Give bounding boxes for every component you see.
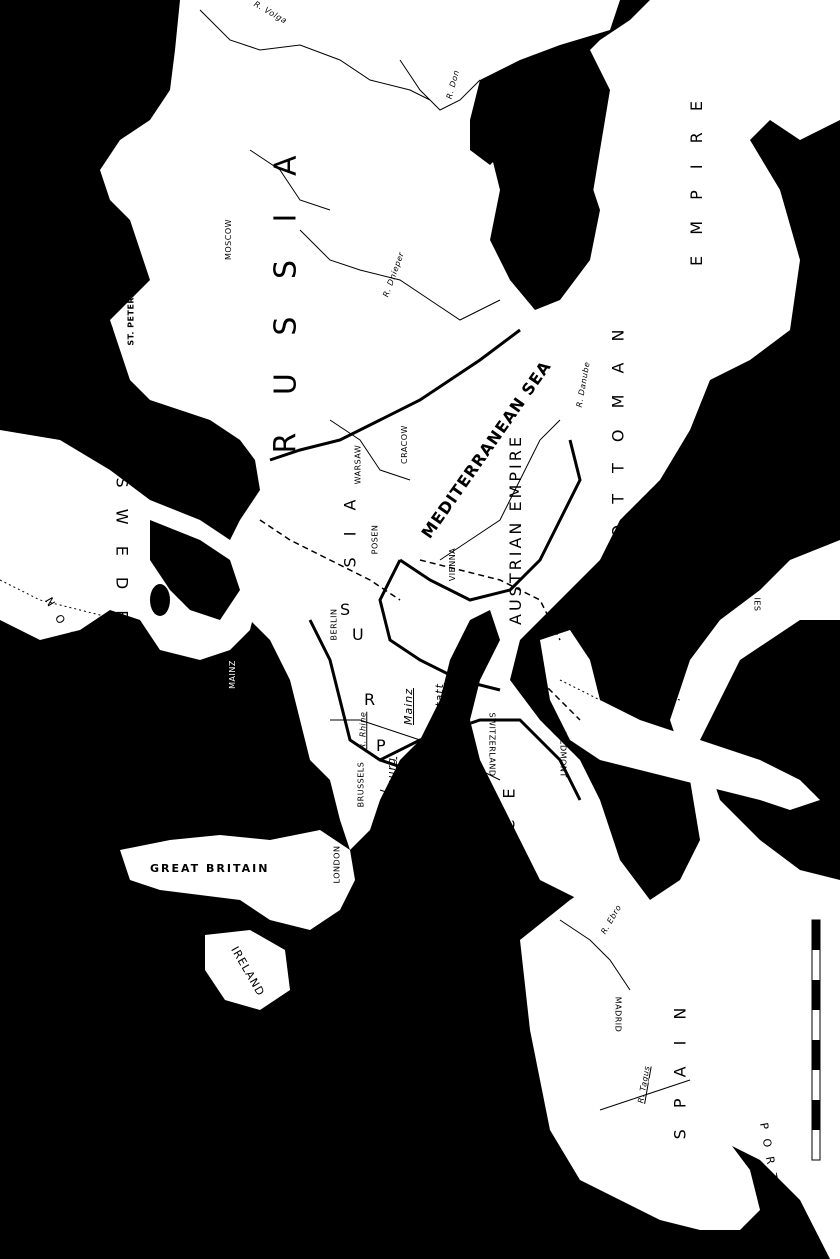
river-small — [249, 149, 331, 211]
label-france: F R A N C E — [499, 780, 519, 959]
scale-bar-segment — [812, 920, 820, 950]
scale-bar-segment — [812, 1040, 820, 1070]
city-rastatt: Rastatt — [432, 683, 446, 730]
city-st-petersburg: ST. PETERSBURG — [126, 263, 136, 346]
river-danube — [439, 419, 561, 561]
city-mainz: Mainz — [402, 687, 416, 726]
label-quadrilateral: Quadrilateral — [529, 645, 539, 704]
city-warsaw: WARSAW — [353, 444, 363, 485]
label-prussia-s: S — [340, 600, 359, 619]
lake — [150, 584, 170, 616]
border-prussia — [308, 619, 411, 772]
city-posen: POSEN — [370, 524, 380, 555]
label-bel: BEL — [818, 621, 828, 638]
label-empire: E M P I R E — [686, 93, 706, 266]
border-france — [379, 718, 582, 801]
river-seine — [379, 789, 481, 851]
border-austria-ottoman — [399, 439, 582, 602]
river-rhine — [330, 719, 501, 781]
scale-tick: 100 — [797, 1096, 807, 1113]
city-luxembourg: Luxembourg — [385, 756, 399, 837]
label-piedmont: PIEDMONT — [558, 731, 568, 778]
river-small — [329, 419, 411, 481]
label-prussia-u: U — [352, 625, 372, 644]
scale-bar — [811, 919, 821, 1161]
label-sweden: S W E D E N — [112, 477, 132, 662]
scale-bar-segment — [812, 1100, 820, 1130]
scale-title: Miles — [798, 873, 808, 896]
dashed-borders — [259, 519, 581, 721]
lake — [77, 318, 113, 342]
city-paris: PARIS — [404, 841, 414, 868]
city-brussels: BRUSSELS — [356, 761, 366, 808]
city-ulm: Ulm — [453, 684, 467, 709]
city-moscow: MOSCOW — [224, 218, 234, 261]
scale-tick: 50 — [799, 1143, 809, 1156]
label-prussia-p: P — [376, 736, 394, 755]
river-volga — [199, 9, 431, 101]
lake — [635, 738, 675, 758]
scale-tick: 200 — [797, 1036, 807, 1053]
land-ireland — [205, 930, 290, 1010]
label-silesia: S I A — [340, 491, 360, 568]
lake — [46, 281, 74, 299]
land-italy — [540, 630, 820, 810]
sea-of-azov — [470, 120, 505, 165]
label-prussia-r: R — [364, 690, 384, 709]
city-london: LONDON — [332, 845, 342, 884]
city-mainz-small: MAINZ — [227, 660, 237, 689]
river-tagus — [599, 1079, 691, 1111]
scale-tick: 100 — [797, 1156, 807, 1173]
border-dotted — [0, 579, 121, 621]
land-continent — [100, 0, 840, 1259]
scale-bar-segment — [812, 980, 820, 1010]
label-ice: ICE — [757, 449, 767, 464]
city-berlin: BERLIN — [329, 608, 339, 641]
border-dotted — [559, 679, 681, 701]
land-great-britain — [120, 830, 355, 930]
black-sea — [500, 50, 610, 290]
label-spain: S P A I N — [670, 999, 690, 1140]
city-landau: Landau — [411, 748, 421, 781]
border-austria-west — [378, 559, 501, 692]
land-iberia — [520, 880, 760, 1230]
label-ies: IES — [752, 597, 762, 612]
city-vienna: VIENNA — [448, 547, 458, 582]
label-switzerland: SWITZERLAND — [487, 712, 497, 777]
river-dnieper — [299, 229, 501, 321]
border-russia-austria — [269, 328, 521, 462]
border-dashed — [419, 559, 561, 641]
scale-tick: 400 — [797, 916, 807, 933]
label-russia: R U S S I A — [268, 141, 304, 454]
dotted-borders — [0, 579, 681, 701]
label-ottoman: O T T O M A N — [608, 321, 628, 538]
river-don — [399, 59, 481, 111]
scale-tick: 0 — [796, 1131, 806, 1138]
river-rhine-label: R. Rhine — [358, 711, 368, 750]
label-austrian-empire: AUSTRIAN EMPIRE — [505, 434, 525, 625]
river-ebro — [559, 919, 631, 991]
label-great-britain: GREAT BRITAIN — [150, 862, 270, 875]
borders — [269, 328, 582, 801]
scale-tick: 300 — [797, 976, 807, 993]
baltic-sea — [150, 520, 240, 620]
border-dashed — [519, 659, 581, 721]
border-dashed — [259, 519, 401, 601]
city-madrid: MADRID — [613, 996, 623, 1033]
rivers — [199, 9, 691, 1111]
city-cracow: CRACOW — [399, 425, 409, 464]
